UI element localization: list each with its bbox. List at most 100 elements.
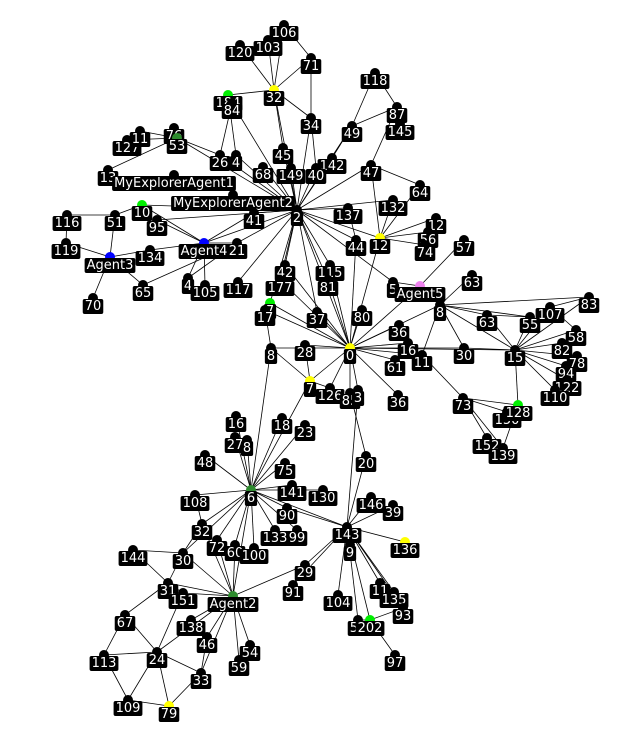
node-label-background <box>397 344 419 359</box>
node-label-background <box>146 221 168 236</box>
node-label: 11 <box>414 356 431 371</box>
graph-node: 3 <box>351 385 365 406</box>
node-label: 91 <box>285 586 302 601</box>
node-label-background <box>387 396 409 411</box>
graph-node: 119 <box>51 238 81 259</box>
graph-node: 109 <box>113 695 143 716</box>
graph-edge <box>349 347 396 361</box>
node-label: 63 <box>464 276 481 291</box>
graph-node: 113 <box>89 650 119 671</box>
graph-node: 61 <box>384 355 406 376</box>
graph-node: 46 <box>196 632 218 653</box>
graph-edge <box>296 164 372 211</box>
node-label: 95 <box>149 221 166 236</box>
node-label-background <box>129 132 151 147</box>
graph-node: 107 <box>535 302 565 323</box>
node-label-background <box>240 441 254 456</box>
node-label: 46 <box>199 638 216 653</box>
graph-node: 11 <box>411 350 433 371</box>
graph-edge <box>486 314 531 318</box>
node-label-background <box>158 707 180 722</box>
node-label-background <box>390 543 420 558</box>
graph-edge <box>296 207 349 211</box>
node-label-background <box>300 59 322 74</box>
node-label: 145 <box>388 125 413 140</box>
graph-edge <box>349 239 357 349</box>
graph-node: 70 <box>82 293 104 314</box>
node-label-background <box>252 168 274 183</box>
node-label: 115 <box>318 266 343 281</box>
node-label-background <box>355 621 385 636</box>
node-label: 6 <box>247 491 255 506</box>
node-label-background <box>332 528 362 543</box>
graph-node: 10 <box>131 200 153 221</box>
graph-node: 81 <box>317 275 339 296</box>
node-label: 70 <box>85 299 102 314</box>
node-label-background <box>243 214 265 229</box>
node-label-background <box>392 609 414 624</box>
node-label-background <box>194 456 216 471</box>
node-label-background <box>118 551 148 566</box>
node-label: 113 <box>92 656 117 671</box>
graph-node: 87 <box>386 102 408 123</box>
node-label: 4 <box>232 156 240 171</box>
graph-node: Agent5 <box>394 281 446 302</box>
graph-node: MyExplorerAgent1 <box>112 170 236 191</box>
graph-node: 105 <box>190 280 220 301</box>
node-label: 27 <box>227 438 244 453</box>
graph-node: 8 <box>264 343 278 364</box>
graph-node: 58 <box>565 325 587 346</box>
graph-edge <box>156 209 298 221</box>
graph-node: 64 <box>409 180 431 201</box>
graph-edge <box>250 347 272 491</box>
node-label: 116 <box>55 216 80 231</box>
node-label-background <box>131 206 153 221</box>
node-label: 68 <box>255 168 272 183</box>
node-label-background <box>305 169 327 184</box>
graph-node: 83 <box>578 292 600 313</box>
node-label: 143 <box>335 528 360 543</box>
graph-node: 138 <box>176 615 206 636</box>
node-label-background <box>317 281 339 296</box>
node-label-background <box>225 46 255 61</box>
node-label: 34 <box>303 119 320 134</box>
node-label: 67 <box>117 616 134 631</box>
node-label: 37 <box>309 313 326 328</box>
node-label-background <box>360 166 382 181</box>
node-label: 36 <box>391 326 408 341</box>
node-label: 30 <box>175 554 192 569</box>
graph-node: 57 <box>453 235 475 256</box>
node-label-background <box>323 596 353 611</box>
node-label-background <box>360 74 390 89</box>
node-label-background <box>351 311 373 326</box>
node-label: 41 <box>246 214 263 229</box>
node-label: 61 <box>387 361 404 376</box>
node-label-background <box>385 125 415 140</box>
node-label-background <box>168 594 198 609</box>
graph-edge <box>296 209 357 241</box>
node-label: 84 <box>224 104 241 119</box>
graph-node: 39 <box>382 500 404 521</box>
node-label-background <box>384 656 406 671</box>
node-label-background <box>453 349 475 364</box>
node-label-background <box>207 597 259 612</box>
graph-edge <box>201 489 252 525</box>
graph-node: 7 <box>303 376 317 397</box>
graph-node: 151 <box>168 588 198 609</box>
node-label-background <box>356 498 386 513</box>
node-label: 16 <box>228 417 245 432</box>
node-label: 79 <box>161 707 178 722</box>
node-label: 99 <box>289 531 306 546</box>
graph-node: 53 <box>166 133 188 154</box>
node-label-background <box>306 313 328 328</box>
node-label: 65 <box>135 286 152 301</box>
graph-node: 80 <box>351 305 373 326</box>
node-label: 134 <box>138 251 163 266</box>
node-label-background <box>172 554 194 569</box>
graph-node: 134 <box>135 245 165 266</box>
graph-edge <box>349 347 399 396</box>
graph-node: 45 <box>272 143 294 164</box>
node-label-background <box>369 239 391 254</box>
node-label: 51 <box>107 216 124 231</box>
node-label: MyExplorerAgent2 <box>173 196 293 211</box>
